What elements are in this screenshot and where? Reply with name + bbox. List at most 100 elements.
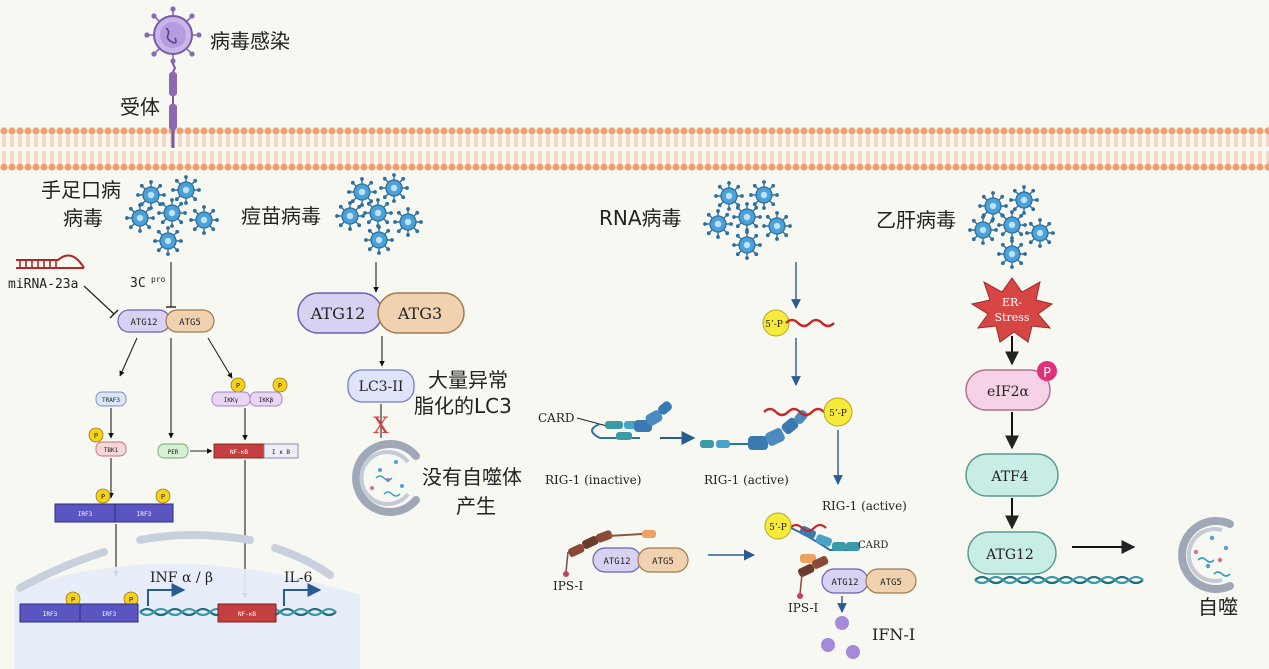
rig1-active-protein: [700, 410, 808, 450]
per-label: PER: [168, 449, 179, 456]
traf3-label: TRAF3: [102, 397, 120, 404]
hfmd-atg5-label: ATG5: [179, 318, 201, 328]
ikk-beta-pill: [249, 391, 283, 407]
arrow-to-traf3: [119, 337, 138, 377]
vaccinia-atg12-label: ATG12: [310, 304, 366, 323]
mirna-inhibit-bar: [109, 309, 119, 319]
atf4-label: ATF4: [990, 469, 1028, 485]
abnormal-lc3-line1: 大量异常: [428, 368, 508, 392]
rig1-active-label-1: RIG-1 (active): [704, 473, 789, 487]
eif2a-phospho-badge: [1037, 361, 1057, 381]
ifn-molecules-icon: [821, 616, 860, 659]
vaccinia-title: 痘苗病毒: [241, 204, 321, 228]
complex-atg5-label: ATG5: [880, 578, 902, 588]
complex-5p-ball: [764, 512, 792, 540]
nuc-nfkb-label: NF-κB: [238, 611, 256, 618]
hfmd-atg12-atg5-complex: [117, 309, 215, 333]
ifn-gene-arrow: [147, 583, 186, 606]
eif2a-label: eIF2α: [987, 384, 1029, 400]
infecting-virus-icon: [144, 6, 202, 64]
lc3-label: LC3-II: [359, 379, 404, 395]
hbv-dna-strand: [973, 575, 1145, 585]
ips-left-label: IPS-I: [553, 579, 584, 593]
no-autophagosome-line2: 产生: [456, 494, 496, 518]
er-stress-star-icon: [970, 277, 1054, 343]
nuc-irf3-bar-right: [79, 603, 139, 623]
hfmd-title-line2: 病毒: [63, 206, 103, 230]
rig1-active-label-2: RIG-1 (active): [822, 499, 907, 513]
nuc-irf3-label-right: IRF3: [102, 611, 117, 618]
ikk-p-right: P: [278, 382, 282, 390]
rig-5p-label: 5’-P: [829, 409, 847, 419]
autophagy-label: 自噬: [1198, 595, 1238, 619]
irf3-p-right: P: [161, 493, 165, 501]
ips-left-atg12-label: ATG12: [603, 557, 630, 567]
per-pill: [157, 443, 189, 459]
vaccinia-atg3-pill: [377, 292, 465, 334]
mirna-label: miRNA-23a: [8, 277, 78, 292]
nfkb-label: NF-κB: [230, 449, 248, 456]
tbk1-label: TBK1: [104, 447, 119, 454]
ikk-beta-label: IKKβ: [259, 397, 274, 404]
arrow-to-ikk: [207, 337, 233, 379]
irf3-phospho-badges: [95, 488, 171, 504]
bound-rna-strand: [763, 407, 825, 417]
complex-atg5-pill: [865, 568, 917, 594]
nuc-nfkb-bar: [217, 603, 277, 623]
hbv-title: 乙肝病毒: [876, 208, 956, 232]
il6-gene-arrow: [283, 583, 322, 606]
eif2a-p-label: P: [1043, 366, 1051, 381]
ips-right-label: IPS-I: [788, 601, 819, 615]
traf3-pill: [95, 391, 127, 407]
ips-left-atg5-pill: [637, 547, 689, 573]
hbv-virus-cluster-icon: [967, 184, 1056, 270]
receptor-icon: [169, 61, 177, 148]
irf3-bar-right: [114, 503, 174, 523]
hbv-atg12-pill: [967, 531, 1057, 575]
ips1-left-protein: [563, 530, 656, 577]
hfmd-atg12-label: ATG12: [130, 318, 157, 328]
rna-5p-ball: [762, 309, 790, 337]
rig-5p-ball: [823, 397, 853, 427]
ikb-label: I κ B: [272, 449, 290, 456]
ikk-p-left: P: [236, 382, 240, 390]
tbk1-pill: [95, 441, 127, 457]
rna-virus-cluster-icon: [702, 179, 793, 261]
atf4-pill: [965, 453, 1059, 497]
irf3-p-left: P: [101, 493, 105, 501]
block-mark: X: [373, 414, 389, 439]
mirna-hairpin-icon: [16, 254, 85, 269]
nuc-irf3-p-right: P: [129, 596, 133, 604]
autophagosome-icon: [1178, 517, 1234, 593]
eif2a-pill: [965, 369, 1051, 411]
viral-rna-strand: [785, 318, 835, 328]
complex-rna-strand: [789, 523, 827, 533]
vaccinia-virus-cluster-icon: [334, 172, 424, 256]
protease-superscript: pro: [151, 275, 166, 284]
card-label-left: CARD: [538, 411, 575, 425]
failed-autophagosome-icon: [352, 440, 420, 516]
il6-gene-label: IL-6: [284, 570, 313, 586]
abnormal-lc3-line2: 脂化的LC3: [414, 394, 512, 418]
ifn-label: IFN-I: [872, 625, 915, 644]
receptor-label: 受体: [120, 95, 160, 119]
protease-label: 3C: [130, 276, 146, 291]
cell-membrane: [0, 127, 1269, 171]
virus-infection-label: 病毒感染: [210, 29, 290, 53]
hfmd-virus-cluster-icon: [124, 174, 220, 257]
rna-5p-label: 5’-P: [765, 320, 783, 330]
ikb-bar: [263, 443, 299, 459]
no-autophagosome-line1: 没有自噬体: [422, 465, 522, 489]
rig1-inactive-label: RIG-1 (inactive): [545, 473, 641, 487]
rna-virus-title: RNA病毒: [599, 206, 682, 230]
hfmd-title-line1: 手足口病: [41, 178, 121, 202]
hbv-atg12-label: ATG12: [985, 547, 1034, 563]
card-label-right: CARD: [858, 540, 888, 551]
hfmd-nucleus: [14, 531, 360, 669]
complex-5p-label: 5’-P: [769, 523, 787, 533]
tbk1-p-label: P: [94, 432, 98, 440]
ips-left-atg5-label: ATG5: [652, 557, 674, 567]
vaccinia-atg3-label: ATG3: [397, 304, 442, 323]
er-stress-line1: ER-: [1002, 296, 1022, 309]
